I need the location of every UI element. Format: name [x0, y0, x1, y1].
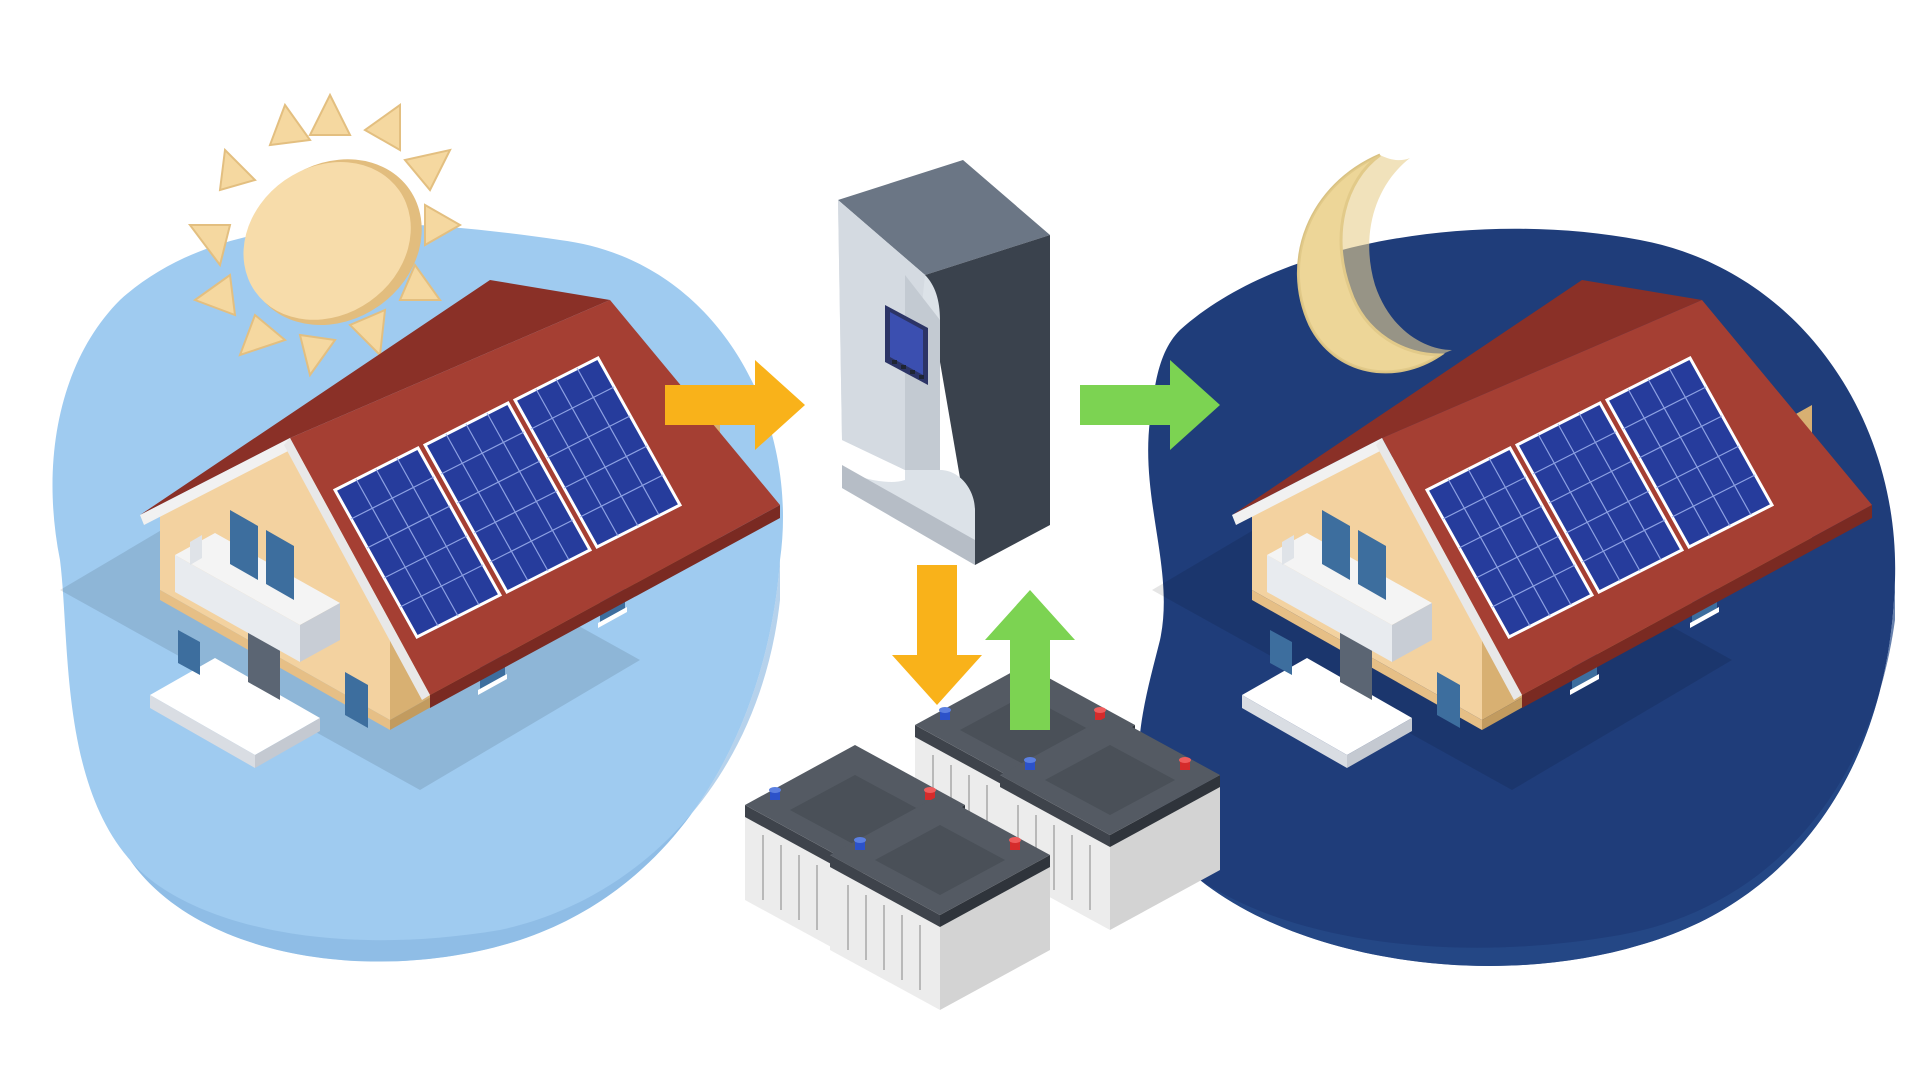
- moon-icon: [1296, 153, 1452, 374]
- day-scene: [52, 92, 784, 962]
- inverter-icon: [838, 160, 1050, 565]
- night-scene: [1138, 153, 1896, 966]
- sun-icon: [188, 92, 463, 378]
- arrow-inverter-to-battery: [892, 565, 982, 705]
- inverter: [838, 160, 1050, 565]
